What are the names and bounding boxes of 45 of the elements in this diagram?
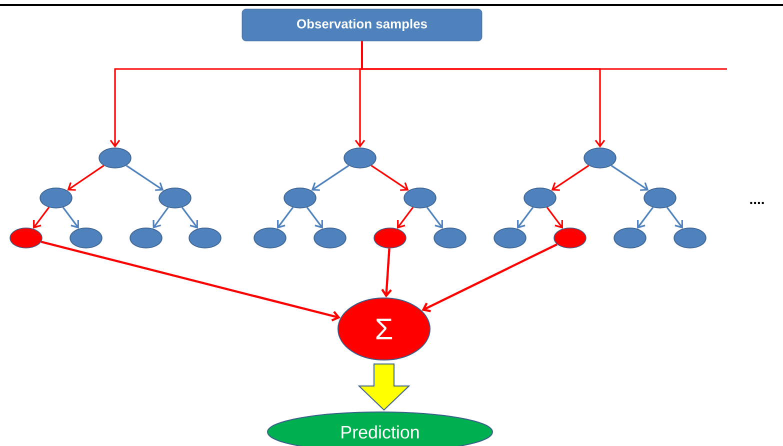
arrow [152, 206, 169, 229]
tree-node [344, 148, 376, 168]
leaf-node [554, 228, 586, 248]
arrow [381, 248, 392, 298]
arrow [67, 164, 104, 191]
arrow [426, 206, 443, 229]
tree-node [284, 188, 316, 208]
leaf-node [10, 228, 42, 248]
arrow [370, 164, 409, 191]
leaf-node [188, 228, 222, 248]
arrow [546, 206, 563, 229]
leaf-node [434, 228, 466, 248]
arrow [126, 164, 164, 191]
arrow [637, 206, 654, 229]
arrow [306, 206, 323, 229]
process-box: Observation samples [242, 8, 482, 42]
leaf-node [374, 228, 406, 248]
block-arrow [358, 364, 410, 411]
arrow [517, 206, 534, 229]
arrow [181, 206, 198, 229]
arrow [277, 206, 294, 229]
ellipsis: .... [750, 202, 764, 204]
leaf-node [314, 228, 346, 248]
leaf-node [494, 228, 526, 248]
arrow [40, 240, 340, 322]
arrow [422, 243, 558, 312]
tree-node [524, 188, 556, 208]
tree-node [158, 188, 192, 208]
tree-node [404, 188, 436, 208]
arrow [551, 164, 590, 191]
leaf-node [674, 228, 706, 248]
tree-node [40, 188, 72, 208]
arrow [666, 206, 683, 229]
tree-node [584, 148, 616, 168]
leaf-node [254, 228, 286, 248]
tree-node [644, 188, 676, 208]
leaf-node [130, 228, 162, 248]
arrow [311, 164, 350, 191]
arrow [62, 206, 79, 229]
tree-node [98, 148, 132, 168]
leaf-node [614, 228, 646, 248]
leaf-node [70, 228, 102, 248]
arrow [33, 206, 50, 229]
arrow [397, 206, 414, 229]
arrow [610, 164, 649, 191]
